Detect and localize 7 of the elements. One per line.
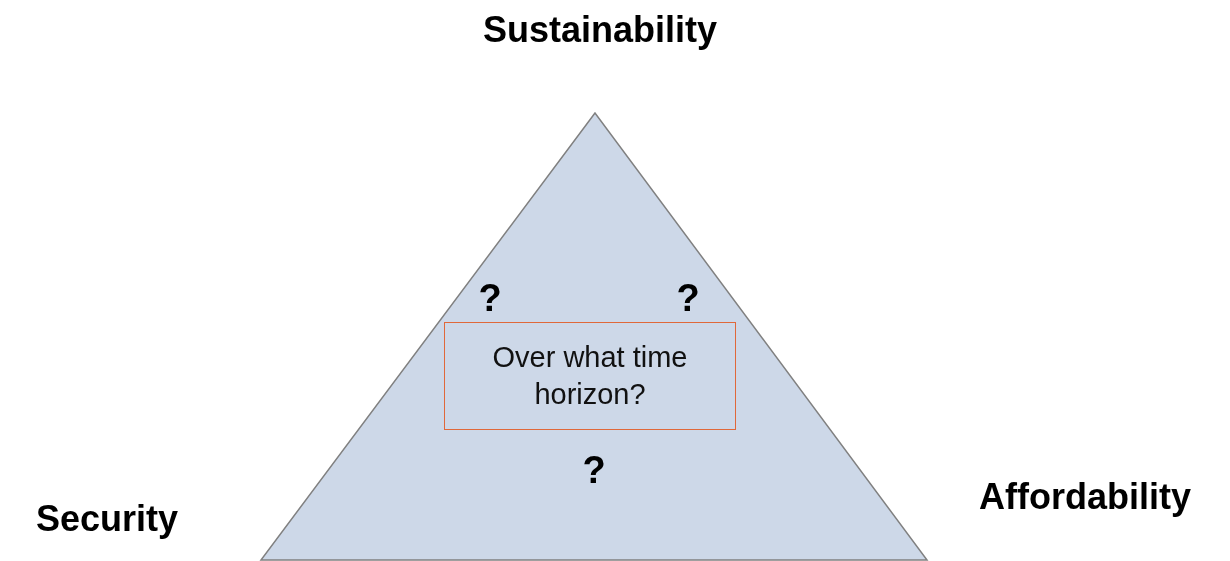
vertex-label: Sustainability [482,9,718,51]
text-box: Over what time horizon? [444,322,736,430]
question-mark: ? [582,451,606,489]
question-mark: ? [676,279,700,317]
question-mark: ? [478,279,502,317]
vertex-label: Security [35,498,179,540]
vertex-label: Affordability [979,476,1191,518]
